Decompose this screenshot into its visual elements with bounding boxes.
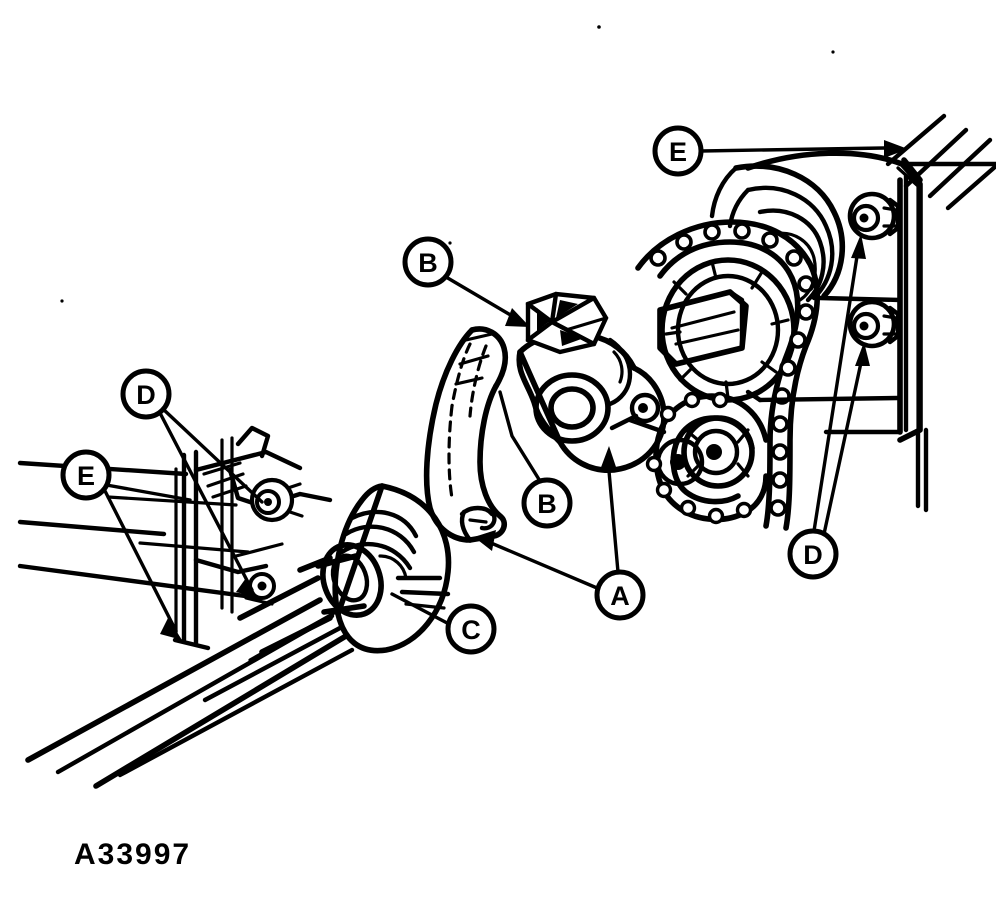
splined-shaft-stub — [657, 289, 749, 367]
callout-e-top-label: E — [669, 137, 687, 167]
scan-specks — [60, 25, 928, 746]
bolt-boss-lower — [847, 299, 901, 349]
drive-shaft-left — [25, 555, 355, 789]
leader-d-left — [158, 407, 264, 598]
callout-c[interactable]: C — [445, 603, 497, 655]
bearing-housing-right — [709, 163, 846, 303]
callout-b-lower[interactable]: B — [521, 477, 573, 529]
sprocket — [659, 257, 797, 403]
roller-chain — [635, 219, 821, 531]
callout-b-lower-label: B — [537, 489, 557, 519]
leader-b-upper — [444, 275, 530, 327]
callout-b-upper-label: B — [418, 248, 438, 278]
callout-c-label: C — [461, 615, 481, 645]
bolt-boss-upper — [847, 191, 901, 241]
frame-hatching-left — [17, 460, 263, 601]
leader-e-left — [99, 482, 192, 640]
left-support-bracket — [193, 425, 333, 606]
callout-e-top[interactable]: E — [652, 125, 704, 177]
leader-e-top — [699, 140, 908, 158]
bracket-yoke — [423, 326, 509, 543]
callout-b-upper[interactable]: B — [402, 236, 454, 288]
callout-e-left-label: E — [77, 461, 95, 491]
figure-number-label: A33997 — [74, 838, 192, 871]
callout-a-label: A — [610, 581, 630, 611]
leader-b-lower — [498, 390, 542, 483]
leader-c — [390, 592, 451, 626]
mounting-plate — [745, 150, 929, 513]
leader-a — [474, 446, 620, 590]
drive-casting — [516, 291, 667, 473]
frame-hatching-right — [885, 113, 996, 211]
callout-d-left-label: D — [136, 380, 156, 410]
callout-e-left[interactable]: E — [60, 449, 112, 501]
callout-d-right[interactable]: D — [787, 528, 839, 580]
pulley-hub — [315, 483, 452, 654]
leader-d-right — [812, 234, 870, 536]
callout-a[interactable]: A — [594, 569, 646, 621]
callout-d-left[interactable]: D — [120, 368, 172, 420]
callout-d-right-label: D — [803, 540, 823, 570]
